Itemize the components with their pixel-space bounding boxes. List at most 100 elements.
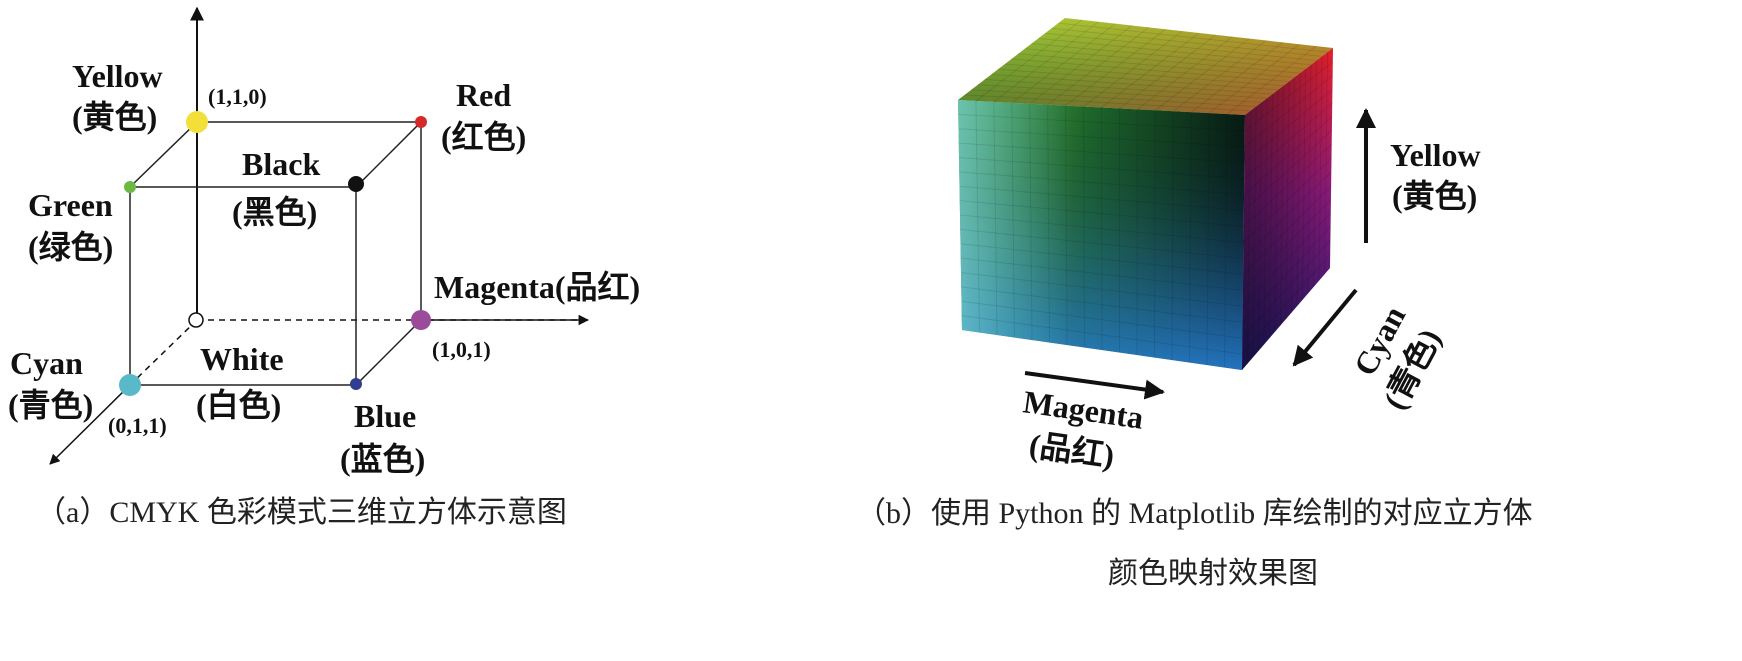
caption-a: （a）CMYK 色彩模式三维立方体示意图 xyxy=(36,496,567,529)
voxel-grid-line xyxy=(1291,77,1295,313)
voxel-grid-line xyxy=(1011,102,1015,338)
voxel-grid-line xyxy=(1047,26,1150,106)
voxel-grid-line xyxy=(1244,61,1334,132)
cyan-arrow xyxy=(1292,288,1358,367)
voxel-grid-line xyxy=(958,157,1245,180)
voxel-grid-line xyxy=(1031,43,1306,70)
voxel-grid-line xyxy=(1244,75,1333,148)
black-label: Black xyxy=(242,146,320,182)
voxel-grid-line xyxy=(1065,105,1068,346)
voxel-grid-line xyxy=(1011,23,1116,104)
voxel-grid-line xyxy=(1243,130,1333,211)
voxel-grid-line xyxy=(1029,103,1033,341)
voxel-grid-line xyxy=(1324,52,1328,275)
voxel-grid-line xyxy=(993,101,998,336)
voxel-grid-line xyxy=(1243,102,1333,180)
voxel-grid-line xyxy=(1038,38,1312,66)
voxel-grid-line xyxy=(1242,198,1332,291)
cyan-vertex xyxy=(119,374,141,396)
magenta-coord: (1,0,1) xyxy=(432,337,491,362)
voxel-grid-line xyxy=(1011,58,1290,82)
green-vertex xyxy=(124,181,136,193)
voxel-grid-line xyxy=(960,228,1244,259)
voxel-grid-line xyxy=(1258,102,1262,351)
voxel-grid-line xyxy=(1018,53,1295,78)
voxel-grid-line xyxy=(1083,30,1183,107)
voxel-grid-line xyxy=(1171,111,1174,361)
voxel-grid-line xyxy=(998,68,1279,91)
voxel-grid-line xyxy=(1024,48,1301,74)
voxel-grid-line xyxy=(1190,41,1284,113)
voxel-grid-line xyxy=(959,171,1245,196)
voxel-grid-line xyxy=(1051,27,1323,57)
voxel-grid-line xyxy=(961,300,1243,339)
voxel-grid-line xyxy=(1137,36,1233,110)
voxel-grid-line xyxy=(1307,64,1312,294)
cube-side-face-shade xyxy=(1242,48,1333,370)
voxel-grid-line xyxy=(1243,143,1333,227)
caption-b-line2: 颜色映射效果图 xyxy=(1108,557,1318,590)
white-vertex xyxy=(188,312,204,328)
voxel-grid-line xyxy=(1119,34,1217,109)
voxel-grid-line xyxy=(1313,60,1317,288)
voxel-grid-line xyxy=(1242,212,1332,307)
voxel-grid-line xyxy=(1269,94,1273,339)
black-vertex xyxy=(348,176,364,192)
cyan-axis xyxy=(129,319,198,386)
caption-b-line1: （b）使用 Python 的 Matplotlib 库绘制的对应立方体 xyxy=(856,497,1533,530)
voxel-grid-line xyxy=(975,100,980,333)
voxel-grid-line xyxy=(1101,107,1103,351)
voxel-grid-line xyxy=(1208,43,1300,114)
voxel-grid xyxy=(958,19,1334,368)
b-yellow-label: Yellow xyxy=(1390,137,1481,173)
cyan-coord: (0,1,1) xyxy=(108,413,167,438)
b-magenta-cn-label: (品红) xyxy=(1027,427,1117,475)
cube-front-face-cyan xyxy=(958,100,1245,370)
magenta-label: Magenta(品红) xyxy=(434,269,640,305)
cube-top-face-shade xyxy=(958,18,1333,115)
voxel-grid-line xyxy=(960,257,1243,291)
voxel-grid-line xyxy=(991,73,1273,95)
cyan-label: Cyan xyxy=(10,345,83,381)
voxel-grid-line xyxy=(1242,185,1332,275)
blue-vertex xyxy=(350,378,362,390)
voxel-grid-line xyxy=(993,21,1099,103)
cyan-cn-label: (青色) xyxy=(8,387,93,423)
voxel-grid-line xyxy=(1263,98,1268,345)
voxel-grid-line xyxy=(1241,253,1331,355)
green-label: Green xyxy=(28,187,113,223)
white-cn-label: (白色) xyxy=(196,387,281,423)
magenta-vertex xyxy=(411,310,431,330)
voxel-grid-line xyxy=(1065,28,1166,107)
voxel-grid-line xyxy=(1242,226,1331,323)
voxel-grid-line xyxy=(961,286,1243,323)
voxel-grid-line xyxy=(958,113,1245,132)
b-yellow-cn-label: (黄色) xyxy=(1392,178,1477,214)
voxel-grid-line xyxy=(958,142,1245,164)
voxel-grid-line xyxy=(1242,171,1332,259)
voxel-grid-line xyxy=(984,79,1268,99)
voxel-grid-line xyxy=(975,19,1083,102)
voxel-grid-line xyxy=(1247,110,1251,364)
voxel-grid-line xyxy=(1044,32,1317,62)
voxel-grid-line xyxy=(1296,73,1301,307)
blue-label: Blue xyxy=(354,398,416,434)
voxel-grid-line xyxy=(971,89,1257,108)
voxel-grid-line xyxy=(1206,113,1210,366)
voxel-grid-line xyxy=(1029,25,1133,105)
voxel-grid-line xyxy=(1243,116,1333,196)
green-cn-label: (绿色) xyxy=(28,229,113,265)
voxel-grid-line xyxy=(1155,38,1250,111)
voxel-grid-line xyxy=(1083,106,1085,348)
red-vertex xyxy=(415,116,427,128)
voxel-grid-line xyxy=(1189,112,1192,363)
voxel-grid-line xyxy=(1101,32,1200,108)
voxel-grid-line xyxy=(1243,157,1332,243)
voxel-grid-line xyxy=(1004,63,1284,87)
voxel-grid-line xyxy=(1274,89,1279,332)
white-label: White xyxy=(200,341,284,377)
voxel-grid-line xyxy=(978,84,1262,103)
yellow-coord: (1,1,0) xyxy=(208,84,267,109)
yellow-label: Yellow xyxy=(72,58,163,94)
